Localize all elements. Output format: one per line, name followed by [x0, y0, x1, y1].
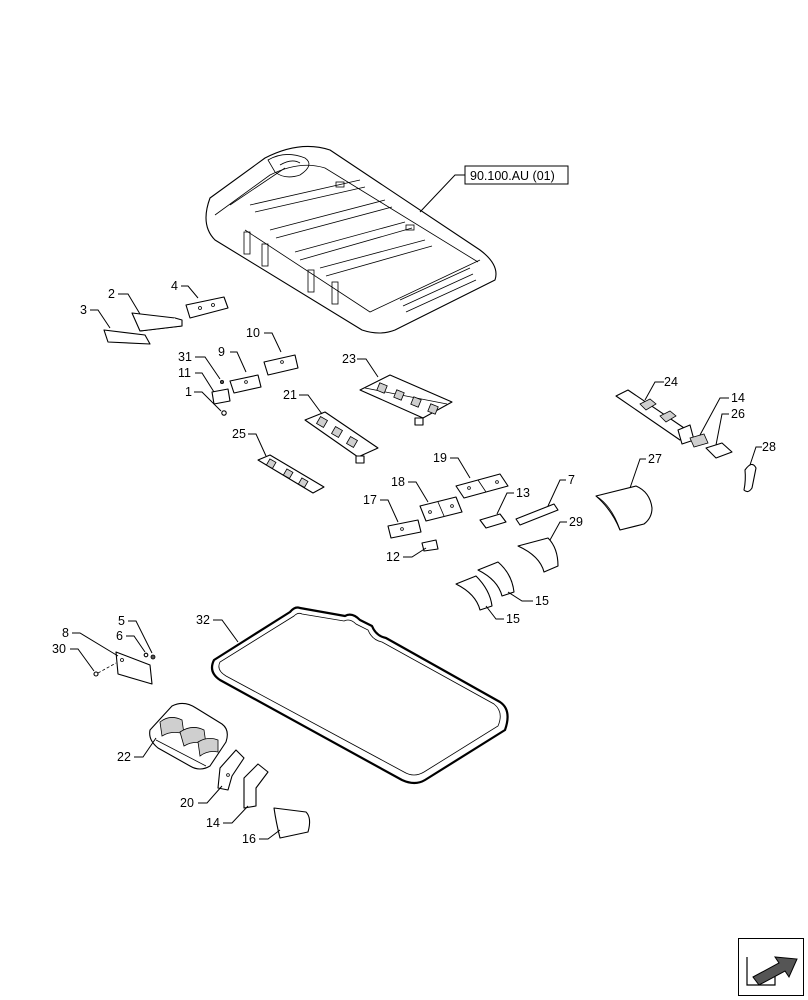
- part-14-pad: [689, 433, 709, 448]
- part-22-bracket: [149, 702, 228, 770]
- callout-19: 19: [433, 451, 447, 465]
- part-10-plate: [263, 354, 299, 376]
- callout-10: 10: [246, 326, 260, 340]
- callout-4: 4: [171, 279, 178, 293]
- callout-32: 32: [196, 613, 210, 627]
- callout-8: 8: [62, 626, 69, 640]
- part-15-bracket-b: [455, 575, 493, 611]
- callout-27: 27: [648, 452, 662, 466]
- part-17-hinge: [387, 519, 422, 539]
- part-4-plate: [185, 296, 229, 319]
- callout-31: 31: [178, 350, 192, 364]
- part-23-bracket: [359, 374, 453, 426]
- callout-14-bottom: 14: [206, 816, 220, 830]
- callout-2: 2: [108, 287, 115, 301]
- callout-26: 26: [731, 407, 745, 421]
- callout-15-b: 15: [506, 612, 520, 626]
- assembly-reference-label: 90.100.AU (01): [470, 169, 555, 183]
- callout-20: 20: [180, 796, 194, 810]
- callout-7: 7: [568, 473, 575, 487]
- part-16-cover: [273, 807, 311, 839]
- arrow-navigation-icon: [746, 956, 798, 986]
- callout-29: 29: [569, 515, 583, 529]
- callout-16: 16: [242, 832, 256, 846]
- callout-30: 30: [52, 642, 66, 656]
- part-7-strip: [515, 503, 559, 526]
- callout-22: 22: [117, 750, 131, 764]
- part-8-plate: [115, 651, 153, 685]
- part-24-strap: [615, 389, 695, 445]
- part-14-clip: [243, 763, 269, 809]
- part-32-seal: [210, 606, 509, 785]
- callout-25: 25: [232, 427, 246, 441]
- callout-28: 28: [762, 440, 776, 454]
- callout-21: 21: [283, 388, 297, 402]
- callout-3: 3: [80, 303, 87, 317]
- part-6-washer: [143, 652, 149, 658]
- callout-12: 12: [386, 550, 400, 564]
- callout-5: 5: [118, 614, 125, 628]
- callout-6: 6: [116, 629, 123, 643]
- callout-24: 24: [664, 375, 678, 389]
- part-9-plate: [229, 374, 262, 394]
- callout-23: 23: [342, 352, 356, 366]
- part-15-bracket-a: [477, 561, 515, 597]
- callout-18: 18: [391, 475, 405, 489]
- part-1-washer: [221, 410, 227, 416]
- callout-14-top: 14: [731, 391, 745, 405]
- fuel-tank-drawing: [205, 145, 497, 334]
- navigation-button[interactable]: [738, 938, 804, 996]
- part-31-bolt: [219, 379, 224, 384]
- part-26-block: [705, 442, 733, 459]
- part-29-cover: [517, 537, 559, 573]
- callout-15-a: 15: [535, 594, 549, 608]
- part-25-bracket: [257, 454, 325, 494]
- callout-9: 9: [218, 345, 225, 359]
- part-27-cover: [595, 485, 653, 531]
- part-13-pad: [479, 513, 507, 529]
- part-20-clip: [217, 749, 245, 791]
- callout-1: 1: [185, 385, 192, 399]
- part-28-clip: [743, 463, 757, 493]
- part-21-bracket: [304, 411, 379, 464]
- part-30-screw: [93, 671, 99, 677]
- callout-11: 11: [178, 366, 191, 380]
- part-5-nut: [150, 654, 156, 660]
- callout-17: 17: [363, 493, 377, 507]
- part-11-block: [211, 388, 231, 405]
- callout-13: 13: [516, 486, 530, 500]
- assembly-reference[interactable]: 90.100.AU (01): [419, 165, 569, 213]
- part-3-pad: [103, 329, 151, 345]
